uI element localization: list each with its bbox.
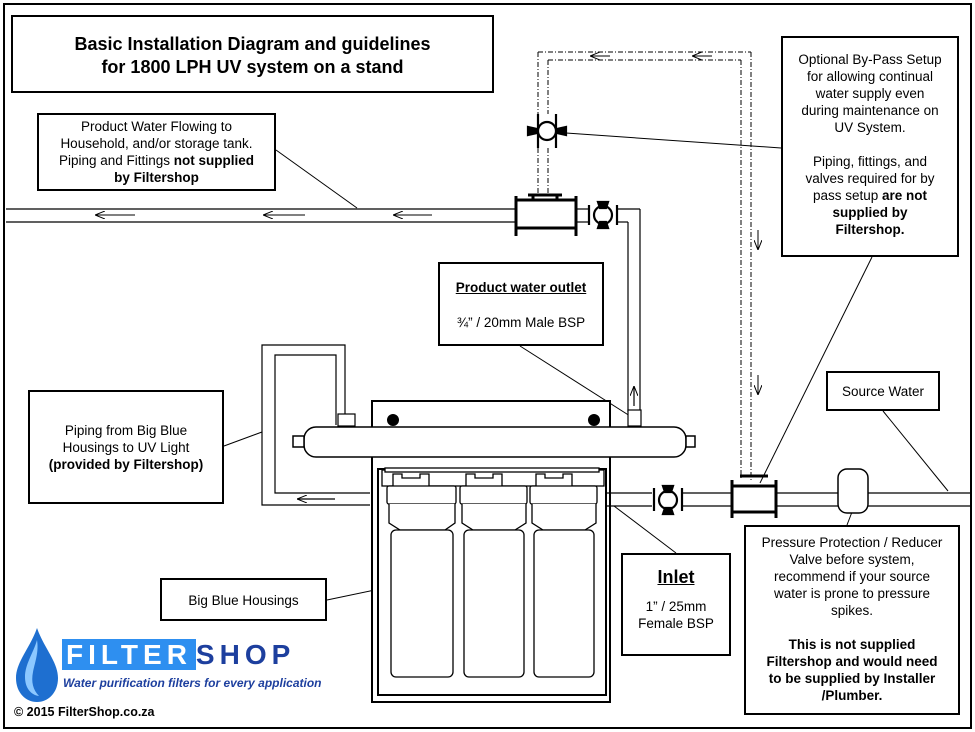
source-water-text: Source Water	[841, 384, 925, 399]
title-line-1: Basic Installation Diagram and guideline…	[74, 34, 431, 54]
piping-line-3: (provided by Filtershop)	[48, 457, 204, 472]
pressure-line-4: water is prone to pressure	[773, 586, 931, 601]
big-blue-housings-label: Big Blue Housings	[160, 578, 327, 621]
outlet-note: Product water outlet ¾” / 20mm Male BSP	[438, 262, 604, 346]
inlet-note: Inlet 1” / 25mm Female BSP	[621, 553, 731, 656]
pressure-bold-1: This is not supplied	[788, 637, 916, 652]
bypass-note: Optional By-Pass Setup for allowing cont…	[781, 36, 959, 257]
bypass-line-5: UV System.	[834, 120, 906, 135]
housings-text: Big Blue Housings	[188, 593, 299, 608]
tee-fitting-icon	[514, 193, 578, 236]
uv-chamber	[292, 426, 696, 458]
bypass-line-7: valves required for by	[805, 171, 935, 186]
piping-line-1: Piping from Big Blue	[64, 423, 188, 438]
pressure-line-3: recommend if your source	[773, 569, 931, 584]
pressure-line-1: Pressure Protection / Reducer	[761, 535, 943, 550]
pressure-bold-3: to be supplied by Installer	[768, 671, 936, 686]
pressure-line-2: Valve before system,	[789, 552, 915, 567]
housing-to-uv-piping	[261, 344, 370, 506]
logo-word-filter: FILTER	[62, 639, 196, 670]
pressure-spacer	[746, 619, 958, 636]
pressure-bold-4: /Plumber.	[821, 688, 883, 703]
bypass-line-6: Piping, fittings, and	[812, 154, 928, 169]
product-water-pipe	[6, 208, 641, 412]
outlet-heading: Product water outlet	[455, 280, 587, 295]
bypass-line-9: supplied by	[832, 205, 908, 220]
pressure-line-5: spikes.	[830, 603, 874, 618]
tee-fitting-icon	[730, 474, 778, 518]
diagram-title: Basic Installation Diagram and guideline…	[11, 15, 494, 93]
pointer-lines	[223, 132, 949, 601]
bypass-line	[537, 51, 752, 480]
product-note-line-3-bold: not supplied	[173, 153, 255, 168]
product-note-line-1: Product Water Flowing to	[80, 119, 233, 134]
bypass-line-10: Filtershop.	[835, 222, 905, 237]
bypass-line-3: water supply even	[815, 86, 925, 101]
flow-arrow-icon	[590, 56, 758, 395]
ball-valve-icon	[526, 114, 568, 148]
bypass-spacer	[783, 136, 957, 153]
logo-word-shop: SHOP	[195, 639, 296, 670]
pressure-bold-2: Filtershop and would need	[766, 654, 938, 669]
ball-valve-icon	[587, 200, 619, 230]
source-water-pipe	[606, 492, 970, 507]
bypass-line-8-bold: are not	[882, 188, 928, 203]
product-note-line-4: by Filtershop	[114, 170, 199, 185]
product-note-line-3-plain: Piping and Fittings	[58, 153, 174, 168]
piping-note: Piping from Big Blue Housings to UV Ligh…	[28, 390, 224, 504]
water-drop-icon	[16, 628, 58, 702]
bypass-line-4: during maintenance on	[801, 103, 939, 118]
inlet-heading: Inlet	[657, 567, 695, 587]
product-note-line-3: Piping and Fittings not supplied	[39, 152, 274, 169]
ball-valve-icon	[652, 484, 684, 516]
outlet-value: ¾” / 20mm Male BSP	[456, 315, 586, 330]
outer-frame	[3, 3, 972, 729]
piping-line-2: Housings to UV Light	[62, 440, 190, 455]
title-line-2: for 1800 LPH UV system on a stand	[101, 57, 404, 77]
source-water-label: Source Water	[826, 371, 940, 411]
bypass-line-1: Optional By-Pass Setup	[798, 52, 942, 67]
big-blue-housings	[381, 467, 605, 678]
pressure-valve-icon	[837, 468, 869, 514]
bypass-line-8-plain: pass setup	[812, 188, 883, 203]
product-water-note: Product Water Flowing to Household, and/…	[37, 113, 276, 191]
inlet-line-1: 1” / 25mm	[645, 599, 707, 614]
bypass-line-8: pass setup are not	[783, 187, 957, 204]
product-note-line-2: Household, and/or storage tank.	[60, 136, 253, 151]
logo-tagline: Water purification filters for every app…	[63, 676, 322, 690]
copyright: © 2015 FilterShop.co.za	[14, 705, 155, 719]
inlet-line-2: Female BSP	[638, 616, 714, 631]
pressure-note: Pressure Protection / Reducer Valve befo…	[744, 525, 960, 715]
bypass-line-2: for allowing continual	[806, 69, 934, 84]
